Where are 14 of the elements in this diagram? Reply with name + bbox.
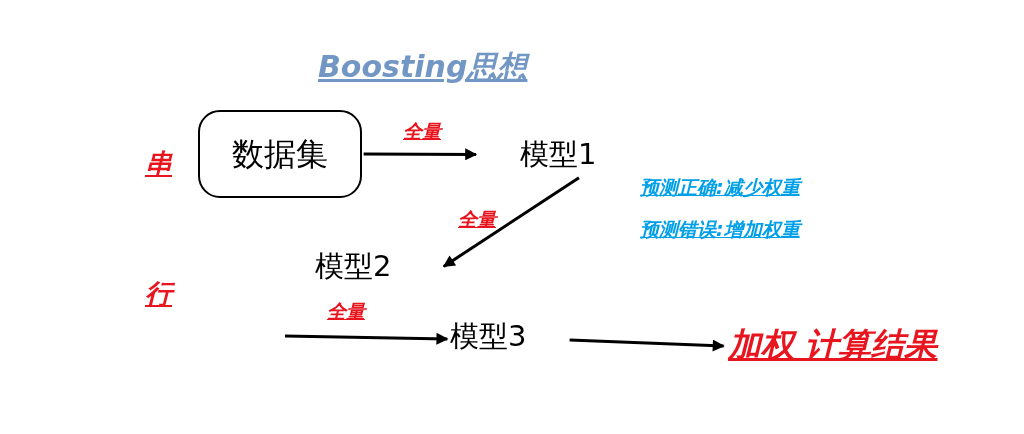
arrow: [569, 338, 725, 352]
edge-label: 全量: [458, 210, 496, 229]
arrow: [284, 332, 449, 345]
arrow: [442, 176, 580, 268]
edge-label: 全量: [403, 122, 441, 141]
result-label: 加权 计算结果: [728, 328, 950, 368]
side-label: 串: [145, 150, 172, 177]
rounded-box: 数据集: [198, 110, 362, 198]
model-label: 模型3: [450, 322, 542, 358]
edge-label: 全量: [327, 302, 365, 321]
title: Boosting思想: [318, 52, 528, 82]
model-label: 模型1: [520, 140, 608, 176]
model-label: 模型2: [315, 252, 407, 288]
arrow: [363, 148, 478, 161]
